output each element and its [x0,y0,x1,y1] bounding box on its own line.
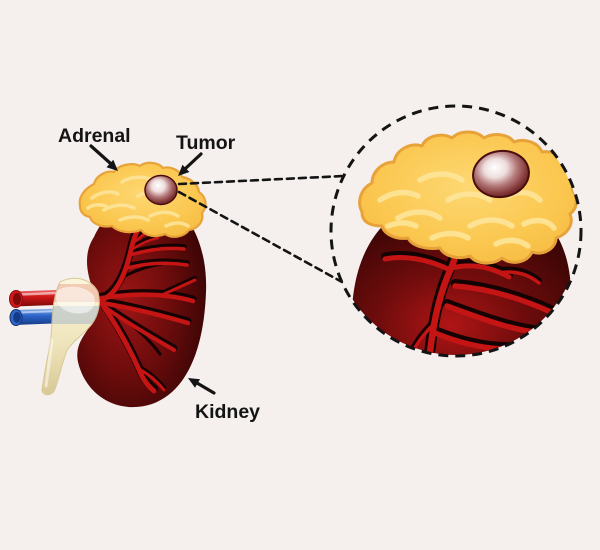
artery-lumen [13,293,21,305]
tumor [144,174,178,206]
callout-lines [177,174,346,284]
adrenal-gland [78,161,207,238]
adrenal-label: Adrenal [58,125,131,147]
magnified-content [351,130,578,355]
kidney-figure [9,161,207,408]
callout-line-top [177,174,346,186]
adrenal-arrow-icon [89,144,118,171]
annotations: Adrenal Tumor Kidney [58,125,260,423]
tumor-arrow-icon [178,152,203,176]
adrenal-texture [86,175,190,228]
tumor-label: Tumor [176,132,236,154]
kidney-arrow-icon [188,378,216,395]
magnifier-border [329,104,583,358]
vein-lumen [13,312,21,323]
kidney-label: Kidney [195,401,260,423]
callout-line-bottom [177,190,344,284]
magnified-adrenal-texture [377,171,557,249]
magnified-tumor [472,149,530,199]
magnifier-circle [329,104,583,358]
